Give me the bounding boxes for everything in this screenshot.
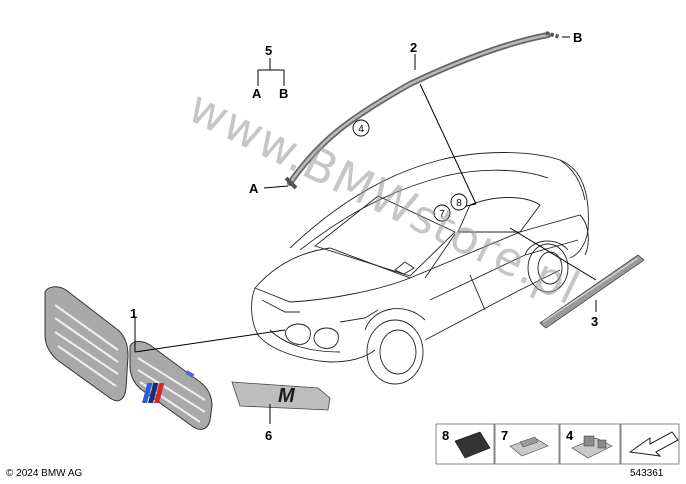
callout-5-b: B: [279, 86, 288, 101]
watermark: www.BMWstore.pl: [180, 79, 588, 315]
diagram-number: 543361: [630, 468, 664, 479]
callout-5: 5: [265, 43, 272, 58]
legend-label-7: 7: [501, 428, 508, 443]
arrow-icon: [628, 431, 679, 457]
pad-icon: [454, 431, 491, 459]
legend-label-4: 4: [566, 428, 574, 443]
clip-icon: [509, 436, 549, 457]
callout-labels: 1 2 3 5 6 A B A B: [130, 30, 598, 443]
callout-5-a: A: [252, 86, 262, 101]
circled-callout-7: 7: [439, 209, 445, 220]
callout-b-right: B: [573, 30, 582, 45]
callout-a-left: A: [249, 181, 259, 196]
roof-trim-strip: [284, 31, 561, 190]
legend-label-8: 8: [442, 428, 449, 443]
callout-3: 3: [591, 314, 598, 329]
copyright: © 2024 BMW AG: [6, 468, 83, 479]
svg-text:M: M: [278, 385, 296, 407]
callout-6: 6: [265, 428, 272, 443]
leader-lines: [134, 36, 597, 424]
callout-1: 1: [130, 306, 137, 321]
side-sill-strip: [539, 254, 645, 329]
m-emblem: M: [142, 381, 331, 411]
kidney-grille: [44, 286, 213, 430]
callout-2: 2: [410, 40, 417, 55]
circled-callout-4: 4: [358, 124, 364, 135]
circled-callout-8: 8: [456, 198, 462, 209]
car-outline: [251, 152, 589, 385]
bracket-icon: [571, 435, 613, 459]
circled-callouts: 4 7 8: [352, 119, 468, 222]
legend-panel: 8 7 4: [435, 423, 680, 465]
